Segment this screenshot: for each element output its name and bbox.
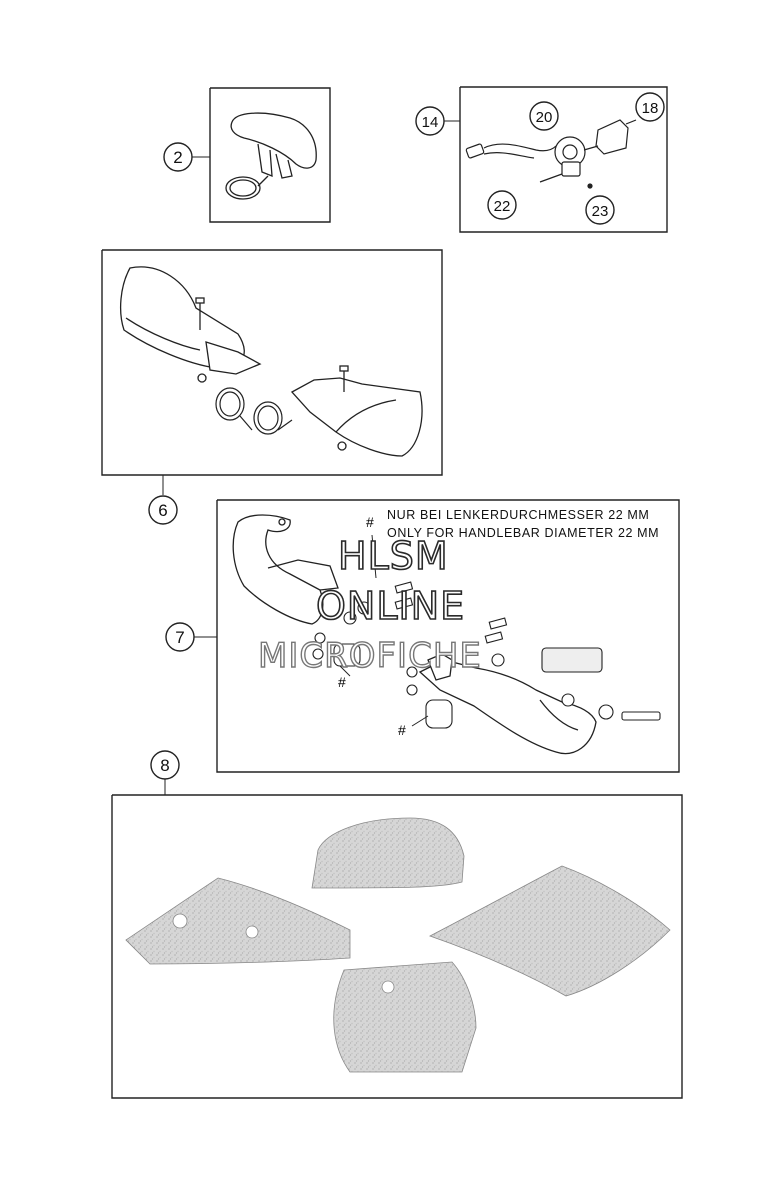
group-8-frame xyxy=(111,778,683,1099)
marker-hash-1: # xyxy=(366,514,374,530)
callout-label-8: 8 xyxy=(160,756,169,775)
group-6-frame xyxy=(101,249,443,495)
marker-leaders xyxy=(339,534,429,727)
right-bar-guard-part xyxy=(418,653,597,755)
callout-22: 22 xyxy=(487,190,517,220)
bracket-hardware xyxy=(312,581,661,729)
callout-label-18: 18 xyxy=(642,100,659,117)
switch-part xyxy=(465,119,637,189)
callout-label-20: 20 xyxy=(536,109,553,126)
watermark-line-3: MICROFICHE xyxy=(257,635,482,676)
decal-shapes xyxy=(125,817,671,1073)
note-line-german: NUR BEI LENKERDURCHMESSER 22 MM xyxy=(387,508,650,522)
marker-hash-3: # xyxy=(398,722,406,738)
callout-layer: 2 14 20 18 22 23 6 7 8 xyxy=(148,92,665,780)
watermark-line-2: ONLINE xyxy=(315,583,466,629)
group-14-frame xyxy=(444,86,668,233)
callout-label-23: 23 xyxy=(592,203,609,220)
callout-23: 23 xyxy=(585,195,615,225)
callout-14: 14 xyxy=(415,106,445,136)
note-line-english: ONLY FOR HANDLEBAR DIAMETER 22 MM xyxy=(387,526,660,540)
callout-label-6: 6 xyxy=(158,501,167,520)
callout-7: 7 xyxy=(165,622,195,652)
callout-6: 6 xyxy=(148,495,178,525)
small-guard-part xyxy=(225,112,317,200)
group-7-frame xyxy=(194,499,680,773)
handguard-straps xyxy=(215,387,293,435)
callout-label-2: 2 xyxy=(173,148,182,167)
callout-2: 2 xyxy=(163,142,193,172)
marker-hash-2: # xyxy=(338,674,346,690)
watermark-line-1: HLSM xyxy=(337,533,449,579)
callout-20: 20 xyxy=(529,101,559,131)
callout-18: 18 xyxy=(635,92,665,122)
left-handguard-part xyxy=(120,266,262,383)
right-handguard-part xyxy=(290,365,423,457)
callout-label-7: 7 xyxy=(175,628,184,647)
left-bar-guard-part xyxy=(232,514,339,625)
callout-8: 8 xyxy=(150,750,180,780)
callout-label-14: 14 xyxy=(422,114,439,131)
callout-label-22: 22 xyxy=(494,198,511,215)
group-2-frame xyxy=(192,87,331,223)
